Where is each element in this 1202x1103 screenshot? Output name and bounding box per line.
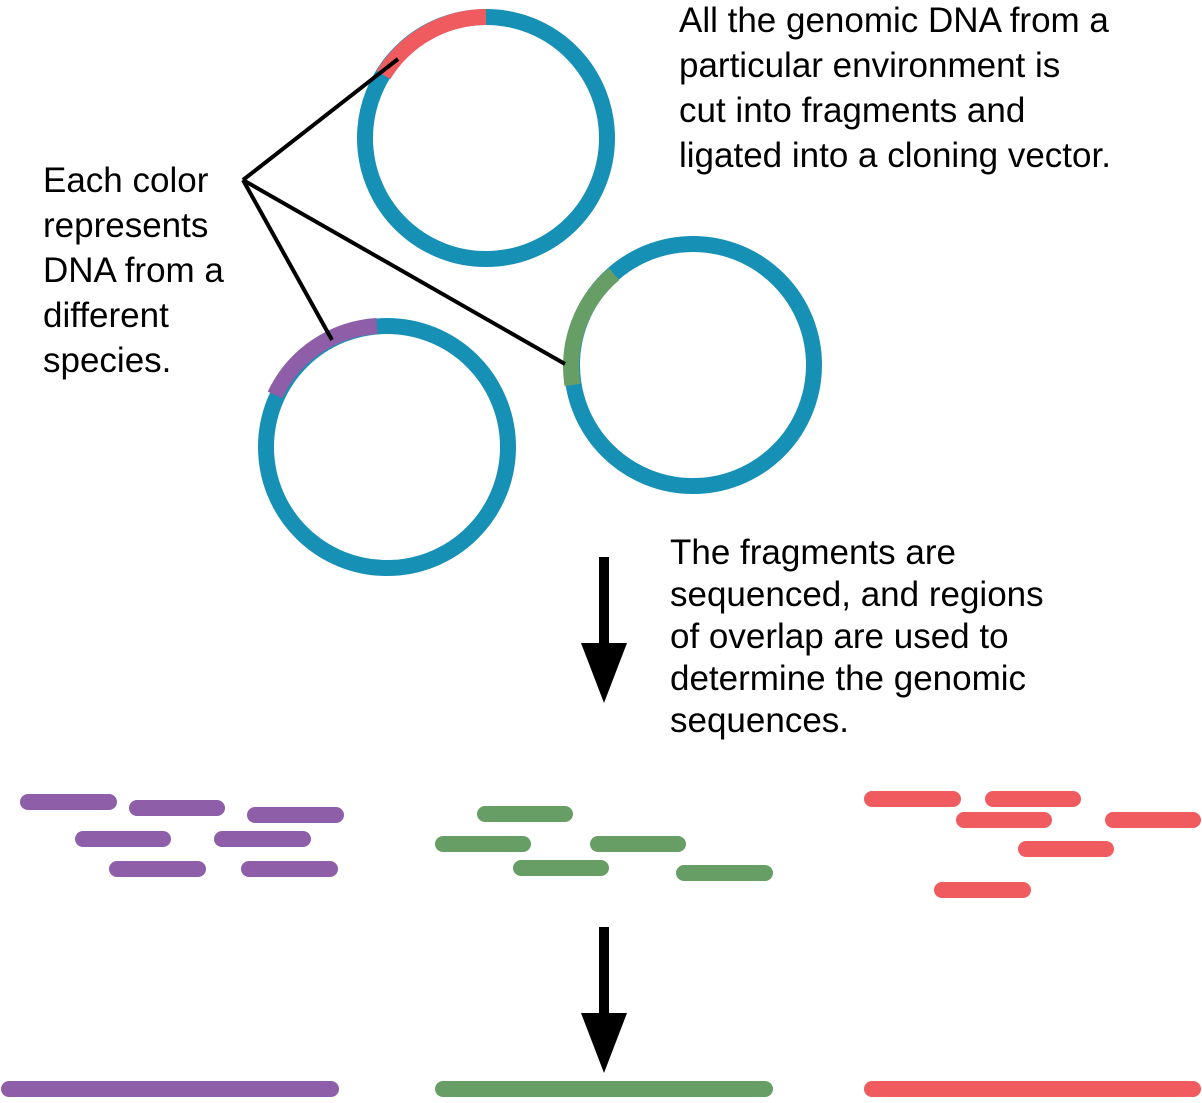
label-line: of overlap are used to xyxy=(670,617,1009,656)
label-line: represents xyxy=(43,206,209,245)
label-line: sequenced, and regions xyxy=(670,575,1044,614)
leader-lines xyxy=(241,57,566,366)
label-line: species. xyxy=(43,341,172,380)
label-line: DNA from a xyxy=(43,251,224,290)
label-line: Each color xyxy=(43,161,209,200)
label-line: determine the genomic xyxy=(670,659,1027,698)
leader-line-green xyxy=(242,178,566,366)
leader-line-purple xyxy=(241,179,334,341)
label-line: particular environment is xyxy=(679,46,1061,85)
label-line: sequences. xyxy=(670,701,850,740)
arrow-to-fragments xyxy=(581,557,627,703)
label-line: different xyxy=(43,296,169,335)
green-fragments xyxy=(435,806,773,881)
plasmid-red-insert xyxy=(376,9,487,80)
red-fragments xyxy=(864,791,1201,898)
genomic-dna-label: All the genomic DNA from a particular en… xyxy=(679,0,1199,178)
label-line: All the genomic DNA from a xyxy=(679,1,1109,40)
arrow-to-assembly xyxy=(581,927,627,1073)
sequencing-label: The fragments are sequenced, and regions… xyxy=(670,532,1190,742)
arrow-head xyxy=(581,1013,627,1073)
arrow-head xyxy=(581,643,627,703)
plasmid-red xyxy=(357,9,615,267)
plasmid-purple xyxy=(258,318,516,576)
plasmid-purple-vector xyxy=(258,318,516,576)
label-line: cut into fragments and xyxy=(679,91,1026,130)
species-color-label: Each color represents DNA from a differe… xyxy=(43,158,273,383)
plasmid-green-insert xyxy=(563,267,620,387)
label-line: The fragments are xyxy=(670,533,956,572)
purple-fragments xyxy=(20,794,344,877)
plasmid-purple-insert xyxy=(267,318,378,399)
label-line: ligated into a cloning vector. xyxy=(679,136,1111,175)
leader-line-red xyxy=(241,57,400,182)
plasmid-green xyxy=(563,236,822,494)
